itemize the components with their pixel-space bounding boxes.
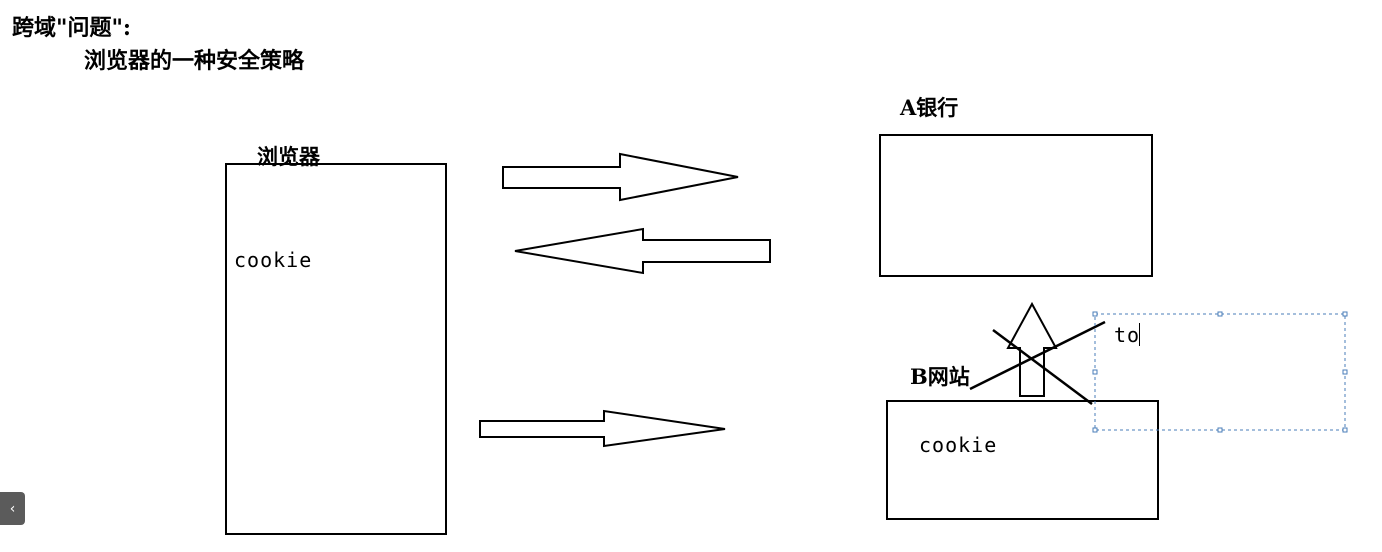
text-caret: [1139, 323, 1140, 346]
page-title: 跨域"问题":: [12, 15, 132, 41]
browser-cookie-text: cookie: [234, 248, 313, 272]
resize-handle[interactable]: [1217, 427, 1223, 433]
collapse-panel-button[interactable]: ‹: [0, 492, 25, 525]
bank-box[interactable]: [879, 134, 1153, 277]
resize-handle[interactable]: [1092, 427, 1098, 433]
resize-handle[interactable]: [1342, 427, 1348, 433]
resize-handle[interactable]: [1342, 369, 1348, 375]
browser-label: 浏览器: [257, 144, 320, 169]
site-box[interactable]: [886, 400, 1159, 520]
browser-box[interactable]: [225, 163, 447, 535]
arrow-browser-to-bank[interactable]: [502, 152, 739, 202]
chevron-left-icon: ‹: [9, 500, 16, 517]
resize-handle[interactable]: [1092, 311, 1098, 317]
site-cookie-text: cookie: [919, 433, 998, 457]
cross-line-b[interactable]: [969, 320, 1106, 391]
resize-handle[interactable]: [1342, 311, 1348, 317]
arrow-bank-to-browser[interactable]: [514, 227, 771, 275]
text-box-selection[interactable]: [1092, 311, 1348, 433]
cross-line-a[interactable]: [992, 328, 1093, 406]
site-label: B网站: [910, 364, 970, 389]
text-box-input[interactable]: to: [1114, 323, 1141, 347]
page-subtitle: 浏览器的一种安全策略: [84, 48, 305, 74]
resize-handle[interactable]: [1092, 369, 1098, 375]
bank-label: A银行: [900, 95, 959, 120]
arrow-browser-to-site[interactable]: [479, 409, 726, 448]
resize-handle[interactable]: [1217, 311, 1223, 317]
